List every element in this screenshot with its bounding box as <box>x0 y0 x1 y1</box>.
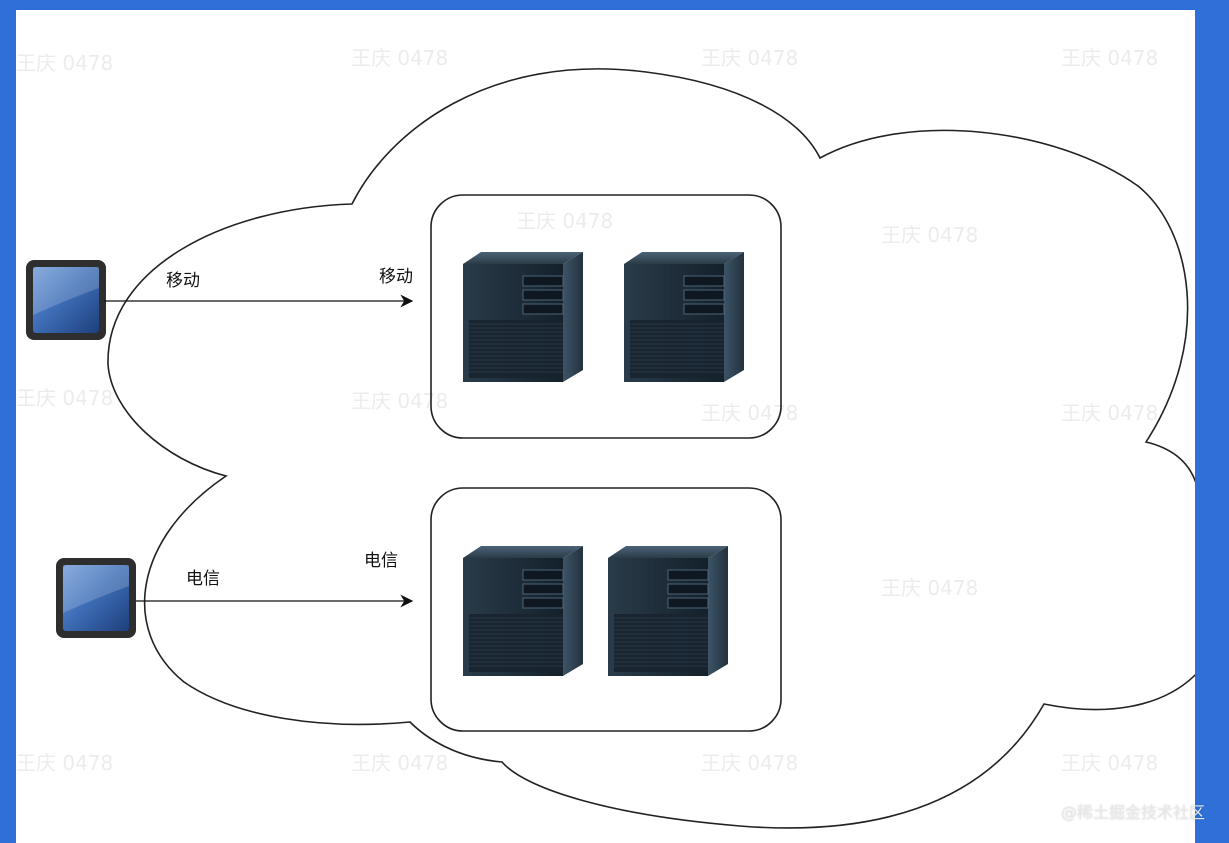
watermark-text: 王庆 0478 <box>881 223 978 247</box>
watermark-text: 王庆 0478 <box>351 751 448 775</box>
watermark-text: 王庆 0478 <box>1061 401 1158 425</box>
server-tower-icon <box>607 545 729 677</box>
client-label-top: 移动 <box>166 271 200 291</box>
watermark-text: 王庆 0478 <box>701 401 798 425</box>
server-label-top: 移动 <box>379 267 413 287</box>
server-label-bottom: 电信 <box>364 551 398 571</box>
watermark-text: 王庆 0478 <box>16 51 113 75</box>
watermark-text: 王庆 0478 <box>16 386 113 410</box>
watermark-text: 王庆 0478 <box>701 46 798 70</box>
watermark-text: 王庆 0478 <box>701 751 798 775</box>
server-tower-icon <box>462 545 584 677</box>
server-group-top <box>430 194 782 439</box>
tablet-icon <box>56 558 136 638</box>
watermark-text: 王庆 0478 <box>16 751 113 775</box>
watermark-layer: 王庆 0478 王庆 0478 王庆 0478 王庆 0478 王庆 0478 … <box>16 46 1158 775</box>
watermark-text: 王庆 0478 <box>1061 46 1158 70</box>
server-group-bottom <box>430 487 782 732</box>
server-tower-icon <box>623 251 745 383</box>
tablet-icon <box>26 260 106 340</box>
watermark-text: 王庆 0478 <box>516 209 613 233</box>
cloud-shape <box>107 68 1195 829</box>
network-diagram: 王庆 0478 王庆 0478 王庆 0478 王庆 0478 王庆 0478 … <box>16 46 1195 829</box>
watermark-text: 王庆 0478 <box>351 46 448 70</box>
watermark-text: 王庆 0478 <box>881 576 978 600</box>
watermark-text: 王庆 0478 <box>1061 751 1158 775</box>
server-tower-icon <box>462 251 584 383</box>
diagram-canvas: 王庆 0478 王庆 0478 王庆 0478 王庆 0478 王庆 0478 … <box>16 10 1195 843</box>
source-credit: @稀土掘金技术社区 <box>1060 803 1205 822</box>
client-label-bottom: 电信 <box>186 569 220 589</box>
watermark-text: 王庆 0478 <box>351 389 448 413</box>
